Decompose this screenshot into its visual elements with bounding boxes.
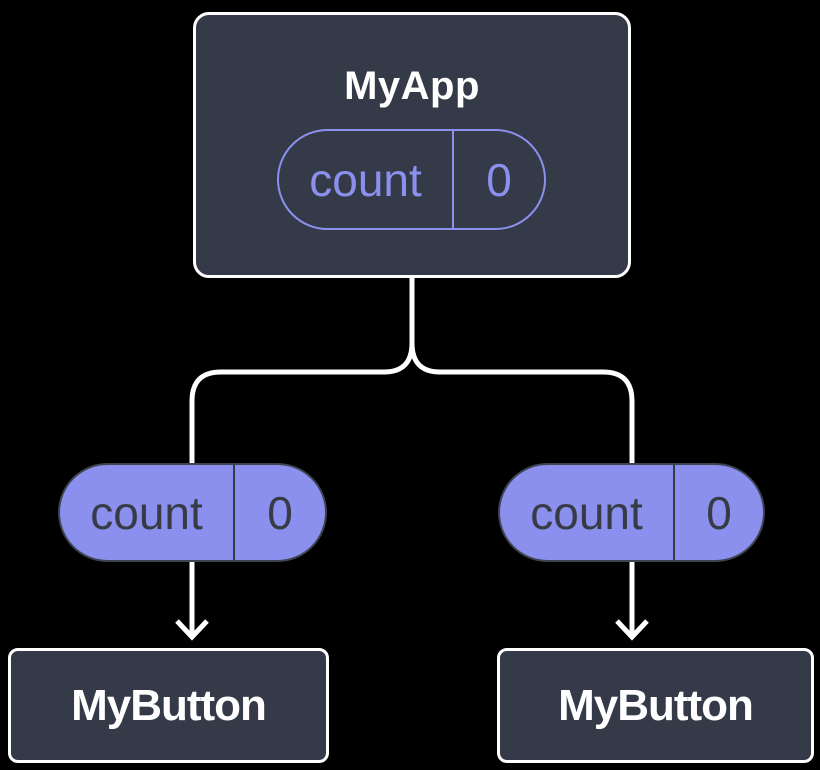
wishbone-connector [189,276,635,465]
root-state-pill: count 0 [277,129,546,230]
child-node-title: MyButton [71,680,267,730]
state-pill-label: count [309,153,422,206]
arrow-down-icon [175,560,209,641]
prop-pill-label: count [530,486,643,539]
left-child-node: MyButton [8,648,329,763]
state-pill-value: 0 [452,131,544,228]
left-prop-pill: count 0 [58,463,327,562]
root-node-title: MyApp [344,64,480,108]
child-node-title: MyButton [558,680,754,730]
right-child-node: MyButton [497,648,814,763]
root-node: MyApp count 0 [193,12,631,278]
prop-pill-value: 0 [233,465,325,560]
right-prop-pill: count 0 [498,463,765,562]
prop-pill-label: count [90,486,203,539]
arrow-down-icon [615,560,649,641]
prop-pill-value: 0 [673,465,763,560]
